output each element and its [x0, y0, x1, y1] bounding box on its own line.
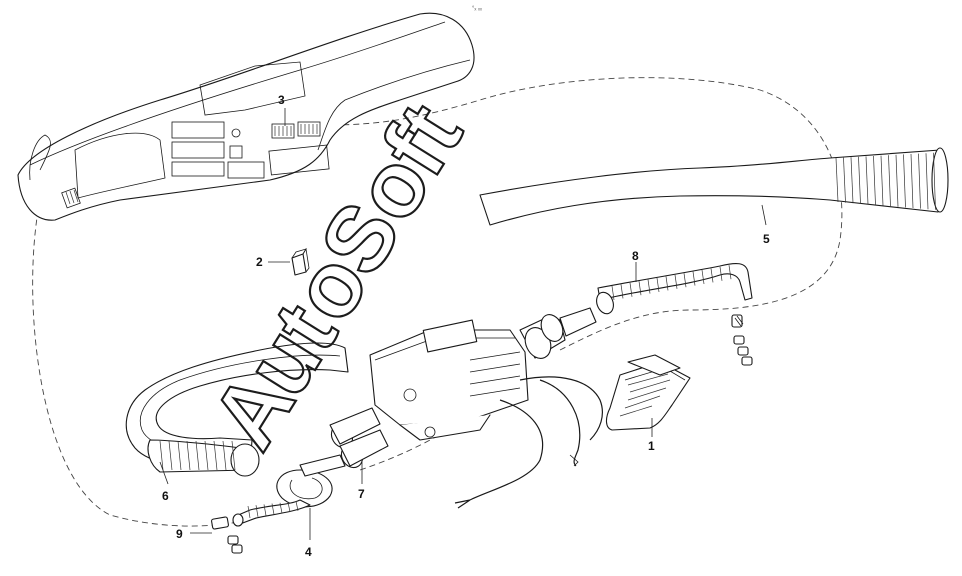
corrugation-rib — [620, 284, 624, 299]
corrugation-rib — [168, 440, 173, 471]
corrugation-rib — [683, 273, 687, 288]
left-loop-duct — [125, 342, 349, 477]
corrugation-rib — [910, 153, 914, 209]
callout-5: 5 — [763, 232, 770, 246]
corner-mark: °ₓ ₓₓ — [472, 6, 482, 12]
leader-lines — [159, 108, 767, 540]
corrugation-rib — [295, 501, 299, 511]
connector-tubes — [329, 407, 389, 469]
corrugation-rib — [728, 265, 732, 280]
corrugation-rib — [647, 279, 651, 294]
side-vent — [61, 187, 81, 209]
corrugation-rib — [638, 281, 642, 296]
dashboard-panel — [17, 12, 475, 221]
hose-corrugation — [247, 501, 299, 519]
heater-unit — [369, 307, 597, 441]
callout-7: 7 — [358, 487, 365, 501]
corrugation-rib — [195, 440, 200, 471]
corrugation-rib — [222, 440, 227, 471]
corrugation-rib — [247, 505, 251, 519]
corrugation-rib — [925, 153, 929, 210]
corrugation-rib — [665, 276, 669, 291]
corrugation-rib — [213, 440, 218, 471]
corrugation-rib — [835, 157, 839, 203]
hose-corrugation — [611, 265, 732, 301]
corrugation-rib — [255, 505, 259, 517]
small-component — [291, 247, 310, 276]
corrugation-rib — [918, 153, 921, 209]
corrugation-rib — [674, 274, 678, 289]
corrugation-rib — [850, 157, 854, 204]
duct-corrugation — [835, 152, 936, 210]
coiled-hose — [232, 454, 346, 527]
corrugation-rib — [656, 277, 660, 293]
corrugation-rib — [263, 504, 267, 516]
corrugation-rib — [865, 156, 869, 205]
corrugation-rib — [858, 156, 861, 204]
long-air-duct — [479, 147, 949, 226]
corrugation-rib — [177, 440, 182, 471]
corrugation-rib — [903, 154, 906, 208]
corrugation-rib — [888, 155, 891, 207]
corrugation-rib — [287, 501, 291, 513]
corrugation-rib — [873, 155, 876, 206]
corrugation-rib — [279, 502, 283, 514]
corrugation-rib — [719, 266, 723, 281]
corrugation-rib — [271, 503, 275, 515]
corrugation-rib — [611, 285, 615, 301]
callout-6: 6 — [162, 489, 169, 503]
corrugation-rib — [159, 440, 164, 471]
corrugation-rib — [701, 269, 705, 285]
corrugation-rib — [204, 440, 209, 471]
callout-1: 1 — [648, 439, 655, 453]
corrugation-rib — [880, 155, 884, 206]
floor-outlet-nozzle — [605, 354, 691, 431]
small-clips — [211, 314, 753, 554]
callout-9: 9 — [176, 527, 183, 541]
callout-2: 2 — [256, 255, 263, 269]
corrugation-rib — [186, 440, 191, 471]
wiring-harness — [454, 376, 603, 509]
center-vents — [271, 121, 321, 139]
callout-4: 4 — [305, 545, 312, 559]
duct-corrugation — [159, 440, 236, 471]
corrugation-rib — [843, 157, 846, 203]
corrugation-rib — [895, 154, 899, 207]
callout-3: 3 — [278, 93, 285, 107]
upper-corrugated-hose — [596, 262, 753, 315]
corrugation-rib — [933, 152, 936, 210]
callout-8: 8 — [632, 249, 639, 263]
corrugation-rib — [629, 282, 633, 297]
corrugation-rib — [231, 440, 236, 471]
corrugation-rib — [692, 271, 696, 286]
corrugation-rib — [710, 268, 714, 283]
